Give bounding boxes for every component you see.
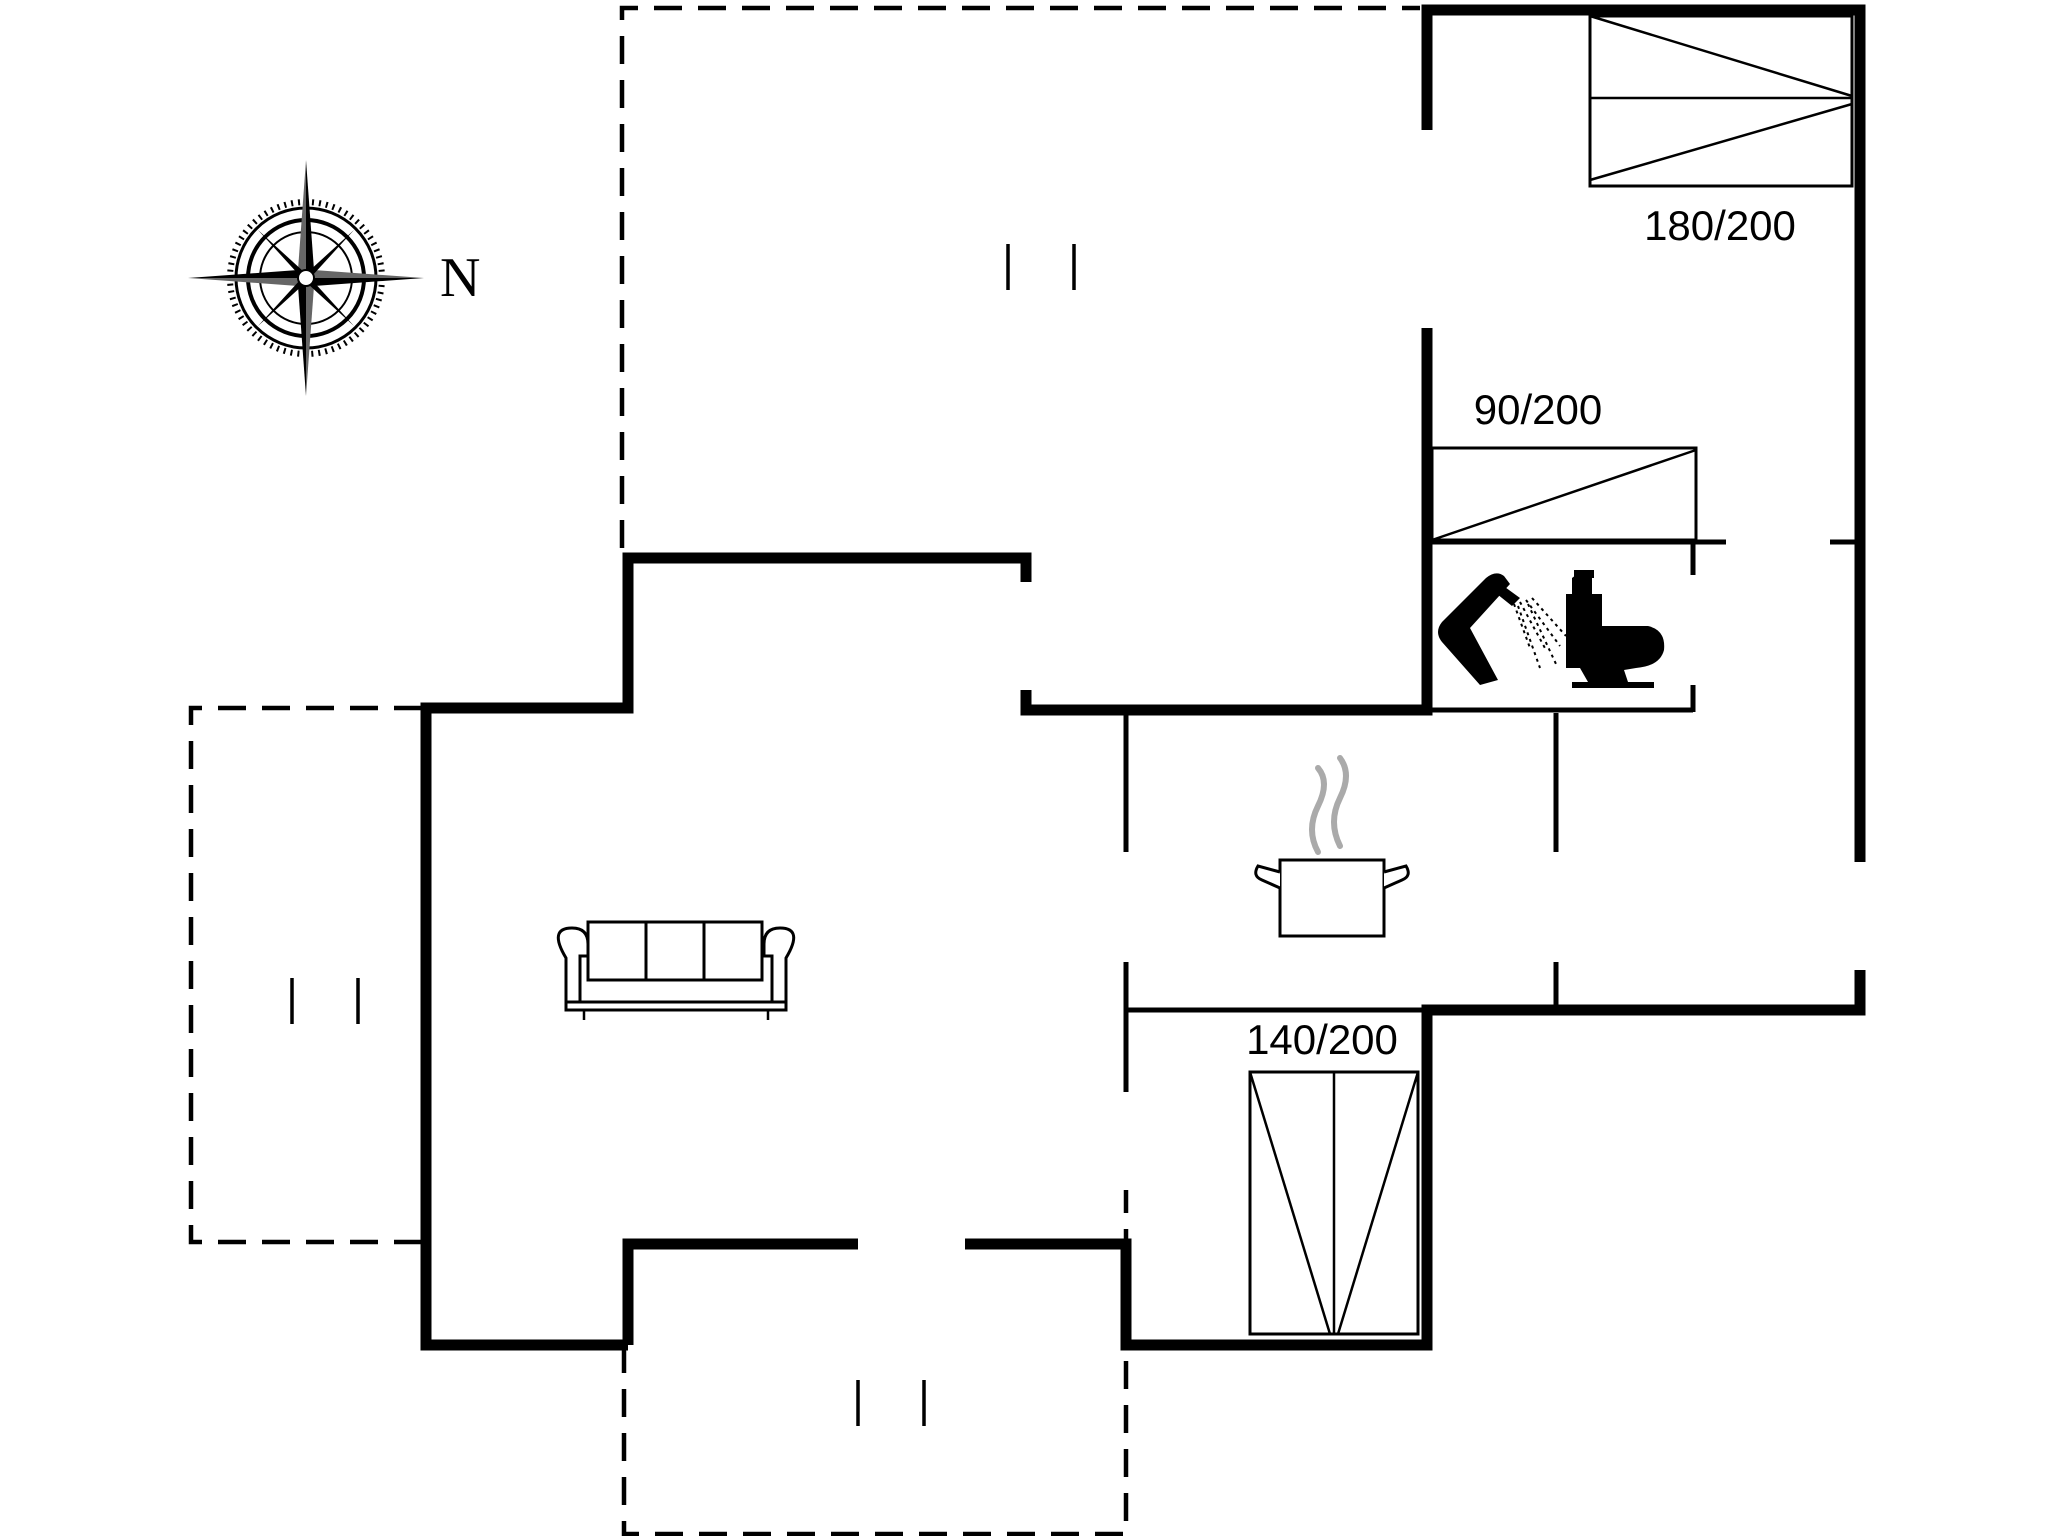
bed-label-140-200: 140/200 bbox=[1246, 1016, 1398, 1063]
compass-rose-icon bbox=[188, 160, 424, 396]
compass-north-label: N bbox=[440, 247, 480, 309]
terrace-north bbox=[619, 5, 1420, 548]
bed-double-north bbox=[1588, 14, 1854, 188]
interior-walls bbox=[1123, 539, 1860, 1092]
terrace-outlines bbox=[188, 5, 1420, 1536]
wall-south-right bbox=[965, 1238, 1132, 1260]
bed-label-180-200: 180/200 bbox=[1644, 202, 1796, 249]
bed-label-90-200: 90/200 bbox=[1474, 386, 1602, 433]
wall-south-left bbox=[622, 1238, 858, 1345]
shower-icon bbox=[1438, 573, 1567, 685]
wall-east-lower bbox=[1120, 970, 1866, 1351]
bed-single bbox=[1430, 446, 1698, 542]
wall-hall-top bbox=[1020, 540, 1433, 716]
toilet-icon bbox=[1566, 570, 1665, 688]
exterior-walls bbox=[420, 4, 1866, 1351]
terrace-west bbox=[188, 705, 422, 1245]
cooking-pot-icon bbox=[1254, 755, 1410, 938]
terrace-south bbox=[621, 1345, 1129, 1536]
wall-main-outline bbox=[420, 552, 1032, 1351]
door-markers bbox=[290, 244, 1076, 1426]
bed-double-south bbox=[1248, 1070, 1420, 1336]
sofa-icon bbox=[556, 920, 796, 1020]
wall-bedroom-west-upper bbox=[1421, 4, 1866, 862]
